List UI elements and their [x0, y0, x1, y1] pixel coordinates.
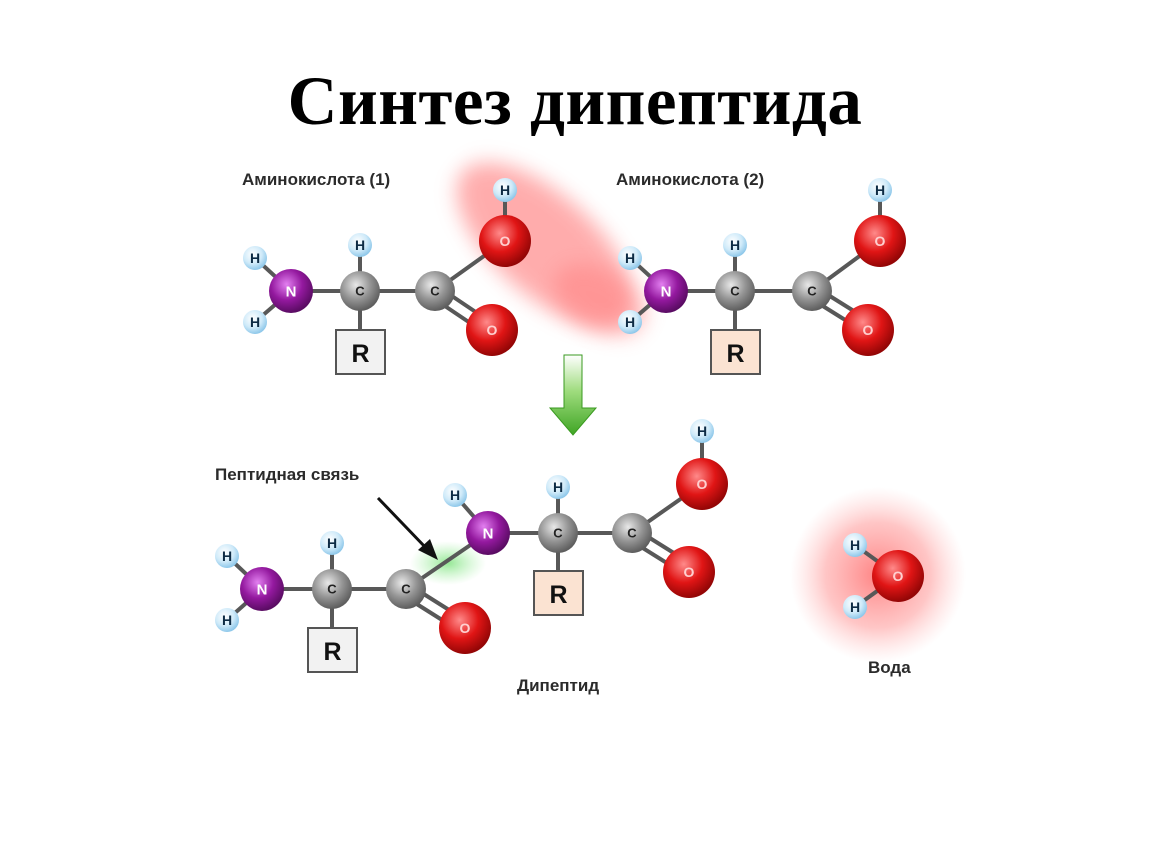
svg-text:R: R	[549, 581, 567, 609]
hydrogen-atom-aa1: H	[493, 178, 517, 202]
nitrogen-atom-dipeptide: N	[240, 567, 284, 611]
nitrogen-symbol: N	[286, 283, 297, 300]
r-group-amino-acid-1: R	[335, 329, 386, 375]
hydrogen-symbol: H	[625, 314, 635, 330]
hydrogen-symbol: H	[625, 250, 635, 266]
carbon-atom-dipeptide: C	[538, 513, 578, 553]
amino-acid-2-label: Аминокислота (2)	[616, 170, 765, 189]
oxygen-atom-aa1: O	[479, 215, 531, 267]
reaction-arrow	[548, 354, 598, 436]
nitrogen-atom-aa2: N	[644, 269, 688, 313]
carbon-symbol: C	[807, 284, 817, 299]
oxygen-symbol: O	[697, 476, 708, 492]
nitrogen-atom-aa1: N	[269, 269, 313, 313]
r-group-dipeptide-1: R	[307, 627, 358, 673]
carbon-symbol: C	[430, 284, 440, 299]
dipeptide-label: Дипептид	[517, 676, 600, 695]
oxygen-atom-dipeptide: O	[439, 602, 491, 654]
oxygen-symbol: O	[684, 564, 695, 580]
hydrogen-atom-aa2: H	[618, 310, 642, 334]
r-group-dipeptide-2: R	[533, 570, 584, 616]
oxygen-symbol: O	[487, 322, 498, 338]
svg-text:R: R	[726, 340, 744, 368]
carbon-atom-dipeptide: C	[386, 569, 426, 609]
carbon-symbol: C	[553, 526, 563, 541]
hydrogen-symbol: H	[730, 237, 740, 253]
hydrogen-symbol: H	[450, 487, 460, 503]
oxygen-symbol: O	[863, 322, 874, 338]
carbon-symbol: C	[355, 284, 365, 299]
carbon-atom-aa1: C	[340, 271, 380, 311]
svg-text:R: R	[323, 638, 341, 666]
atoms: H H N H C C H O O H H N H C C H O O H H N H C C O H N H C C H O O H H O	[215, 178, 924, 654]
carbon-atom-aa2: C	[715, 271, 755, 311]
hydrogen-atom-dipeptide: H	[215, 544, 239, 568]
oxygen-atom-water: O	[872, 550, 924, 602]
nitrogen-symbol: N	[257, 581, 268, 598]
carbon-symbol: C	[327, 582, 337, 597]
peptide-bond-pointer-arrow	[376, 496, 438, 560]
hydrogen-atom-aa1: H	[348, 233, 372, 257]
hydrogen-atom-dipeptide: H	[215, 608, 239, 632]
nitrogen-symbol: N	[661, 283, 672, 300]
r-group-amino-acid-2: R	[710, 329, 761, 375]
carbon-symbol: C	[730, 284, 740, 299]
hydrogen-atom-dipeptide: H	[690, 419, 714, 443]
oxygen-symbol: O	[893, 568, 904, 584]
hydrogen-atom-water: H	[843, 595, 867, 619]
hydrogen-atom-aa1: H	[243, 310, 267, 334]
hydrogen-atom-water: H	[843, 533, 867, 557]
carbon-symbol: C	[401, 582, 411, 597]
oxygen-symbol: O	[460, 620, 471, 636]
hydrogen-symbol: H	[250, 314, 260, 330]
nitrogen-symbol: N	[483, 525, 494, 542]
oxygen-symbol: O	[500, 233, 511, 249]
oxygen-atom-aa2: O	[842, 304, 894, 356]
hydrogen-symbol: H	[875, 182, 885, 198]
hydrogen-symbol: H	[850, 599, 860, 615]
hydrogen-symbol: H	[553, 479, 563, 495]
hydrogen-symbol: H	[850, 537, 860, 553]
carbon-atom-aa1: C	[415, 271, 455, 311]
oxygen-atom-dipeptide: O	[676, 458, 728, 510]
oxygen-atom-dipeptide: O	[663, 546, 715, 598]
oxygen-atom-aa2: O	[854, 215, 906, 267]
nitrogen-atom-dipeptide: N	[466, 511, 510, 555]
hydrogen-atom-dipeptide: H	[320, 531, 344, 555]
hydrogen-symbol: H	[327, 535, 337, 551]
hydrogen-symbol: H	[500, 182, 510, 198]
oxygen-symbol: O	[875, 233, 886, 249]
hydrogen-symbol: H	[250, 250, 260, 266]
amino-acid-1-label: Аминокислота (1)	[242, 170, 391, 189]
hydrogen-atom-aa2: H	[618, 246, 642, 270]
hydrogen-atom-aa2: H	[723, 233, 747, 257]
peptide-bond-label: Пептидная связь	[215, 465, 360, 484]
hydrogen-atom-aa2: H	[868, 178, 892, 202]
water-label: Вода	[868, 658, 911, 677]
hydrogen-symbol: H	[222, 548, 232, 564]
hydrogen-atom-dipeptide: H	[546, 475, 570, 499]
carbon-atom-dipeptide: C	[312, 569, 352, 609]
carbon-atom-aa2: C	[792, 271, 832, 311]
carbon-symbol: C	[627, 526, 637, 541]
oxygen-atom-aa1: O	[466, 304, 518, 356]
carbon-atom-dipeptide: C	[612, 513, 652, 553]
hydrogen-atom-dipeptide: H	[443, 483, 467, 507]
hydrogen-symbol: H	[355, 237, 365, 253]
page-title: Синтез дипептида	[287, 63, 863, 139]
svg-text:R: R	[351, 340, 369, 368]
hydrogen-symbol: H	[222, 612, 232, 628]
hydrogen-symbol: H	[697, 423, 707, 439]
hydrogen-atom-aa1: H	[243, 246, 267, 270]
